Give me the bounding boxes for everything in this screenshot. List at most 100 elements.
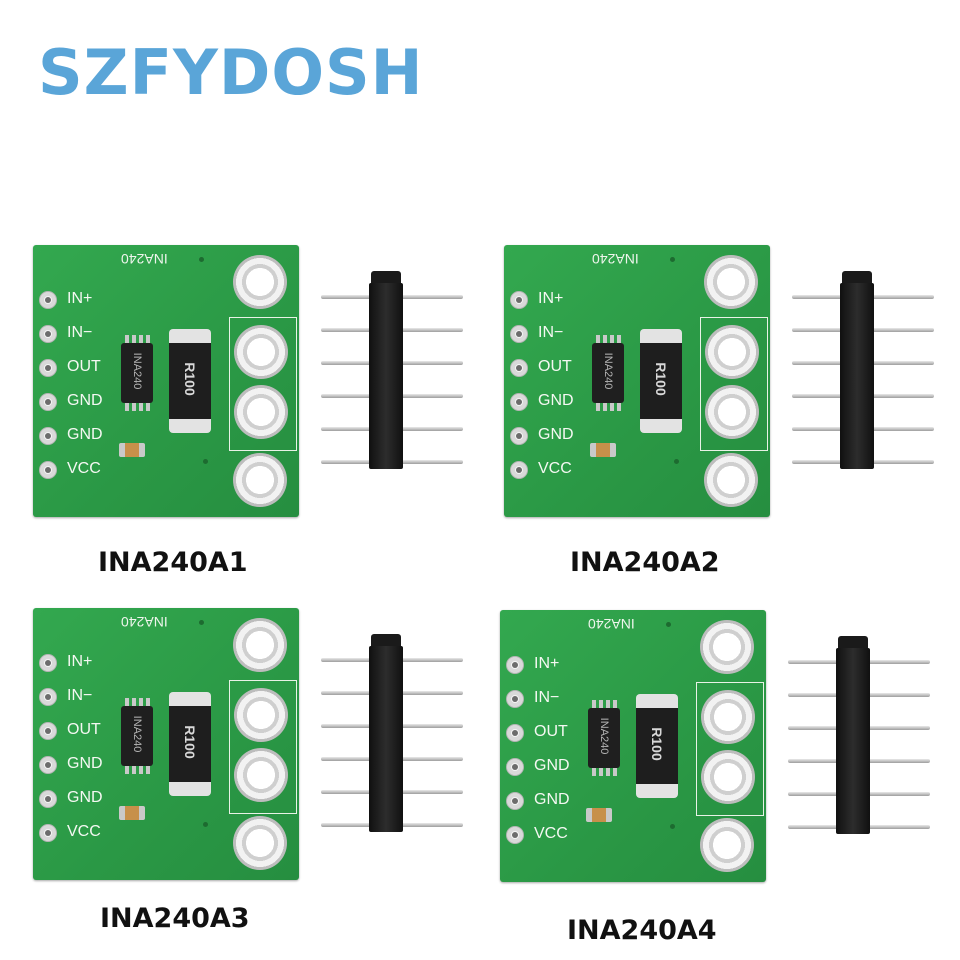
pin-label: VCC	[67, 460, 101, 477]
resistor-marking: R100	[182, 725, 198, 759]
pin-label: IN+	[538, 290, 564, 307]
pin-pad	[506, 690, 524, 708]
resistor-marking: R100	[649, 727, 665, 761]
ina240-chip: INA240	[121, 335, 153, 411]
pin-pad	[510, 359, 528, 377]
terminal-outline	[700, 317, 768, 451]
pin-pad	[510, 427, 528, 445]
board-silkscreen-title: INA240	[592, 251, 639, 267]
terminal-pad-1	[234, 325, 288, 379]
pin-label: IN−	[67, 324, 93, 341]
pin-pad	[39, 756, 57, 774]
pin-pad	[510, 393, 528, 411]
mount-hole-top	[233, 618, 287, 672]
pin-label: OUT	[534, 723, 568, 740]
pin-label: OUT	[538, 358, 572, 375]
ina240-chip: INA240	[121, 698, 153, 774]
pcb-board: INA240 IN+ IN− OUT GND GND VCC	[500, 610, 766, 882]
variant-label: INA240A2	[570, 547, 720, 578]
terminal-pad-1	[234, 688, 288, 742]
pin-pad	[510, 291, 528, 309]
pin-label: IN+	[67, 653, 93, 670]
pin-pad	[39, 291, 57, 309]
pin-label: VCC	[67, 823, 101, 840]
mount-hole-top	[704, 255, 758, 309]
mount-hole-bottom	[233, 453, 287, 507]
mount-hole-bottom	[700, 818, 754, 872]
terminal-outline	[696, 682, 764, 816]
pin-label: IN+	[67, 290, 93, 307]
pin-pad	[39, 427, 57, 445]
pin-label: GND	[67, 426, 103, 443]
pin-pad	[506, 656, 524, 674]
chip-marking: INA240	[131, 352, 143, 390]
chip-marking: INA240	[602, 352, 614, 390]
pin-header	[321, 634, 481, 844]
pin-pad	[39, 654, 57, 672]
pin-label: GND	[534, 791, 570, 808]
pin-pad	[510, 325, 528, 343]
pin-label: IN−	[538, 324, 564, 341]
pin-label: VCC	[534, 825, 568, 842]
pin-pad	[39, 824, 57, 842]
pin-pad	[506, 724, 524, 742]
pin-label: OUT	[67, 358, 101, 375]
pin-label: GND	[538, 392, 574, 409]
pin-label: GND	[534, 757, 570, 774]
pin-label: IN+	[534, 655, 560, 672]
brand-logo: SZFYDOSH	[38, 36, 424, 109]
ina240-chip: INA240	[592, 335, 624, 411]
ina240-chip: INA240	[588, 700, 620, 776]
mount-hole-top	[700, 620, 754, 674]
shunt-resistor: R100	[169, 329, 211, 433]
pin-header	[321, 271, 481, 481]
pin-header	[792, 271, 952, 481]
board-silkscreen-title: INA240	[121, 251, 168, 267]
pin-pad	[39, 359, 57, 377]
variant-label: INA240A1	[98, 547, 248, 578]
mount-hole-bottom	[704, 453, 758, 507]
pin-label: GND	[67, 789, 103, 806]
pin-label: GND	[67, 392, 103, 409]
pcb-board: INA240 IN+ IN− OUT GND GND VCC	[33, 245, 299, 517]
pcb-board: INA240 IN+ IN− OUT GND GND VCC	[33, 608, 299, 880]
pin-pad	[506, 826, 524, 844]
resistor-marking: R100	[653, 362, 669, 396]
terminal-pad-1	[705, 325, 759, 379]
pin-label: GND	[538, 426, 574, 443]
pin-pad	[510, 461, 528, 479]
pin-label: IN−	[67, 687, 93, 704]
pin-label: VCC	[538, 460, 572, 477]
terminal-pad-2	[705, 385, 759, 439]
pin-label: IN−	[534, 689, 560, 706]
pin-label: OUT	[67, 721, 101, 738]
shunt-resistor: R100	[636, 694, 678, 798]
pin-pad	[39, 393, 57, 411]
pin-pad	[39, 325, 57, 343]
pin-pad	[506, 792, 524, 810]
shunt-resistor: R100	[169, 692, 211, 796]
pin-pad	[506, 758, 524, 776]
resistor-marking: R100	[182, 362, 198, 396]
mount-hole-bottom	[233, 816, 287, 870]
terminal-pad-2	[234, 385, 288, 439]
terminal-pad-1	[701, 690, 755, 744]
pin-label: GND	[67, 755, 103, 772]
capacitor	[119, 806, 145, 820]
variant-label: INA240A3	[100, 903, 250, 934]
capacitor	[119, 443, 145, 457]
pin-header	[788, 636, 948, 846]
chip-marking: INA240	[131, 715, 143, 753]
terminal-outline	[229, 680, 297, 814]
mount-hole-top	[233, 255, 287, 309]
board-silkscreen-title: INA240	[588, 616, 635, 632]
board-silkscreen-title: INA240	[121, 614, 168, 630]
pin-pad	[39, 790, 57, 808]
variant-label: INA240A4	[567, 915, 717, 946]
terminal-pad-2	[234, 748, 288, 802]
pin-pad	[39, 688, 57, 706]
capacitor	[586, 808, 612, 822]
capacitor	[590, 443, 616, 457]
pin-pad	[39, 722, 57, 740]
terminal-outline	[229, 317, 297, 451]
